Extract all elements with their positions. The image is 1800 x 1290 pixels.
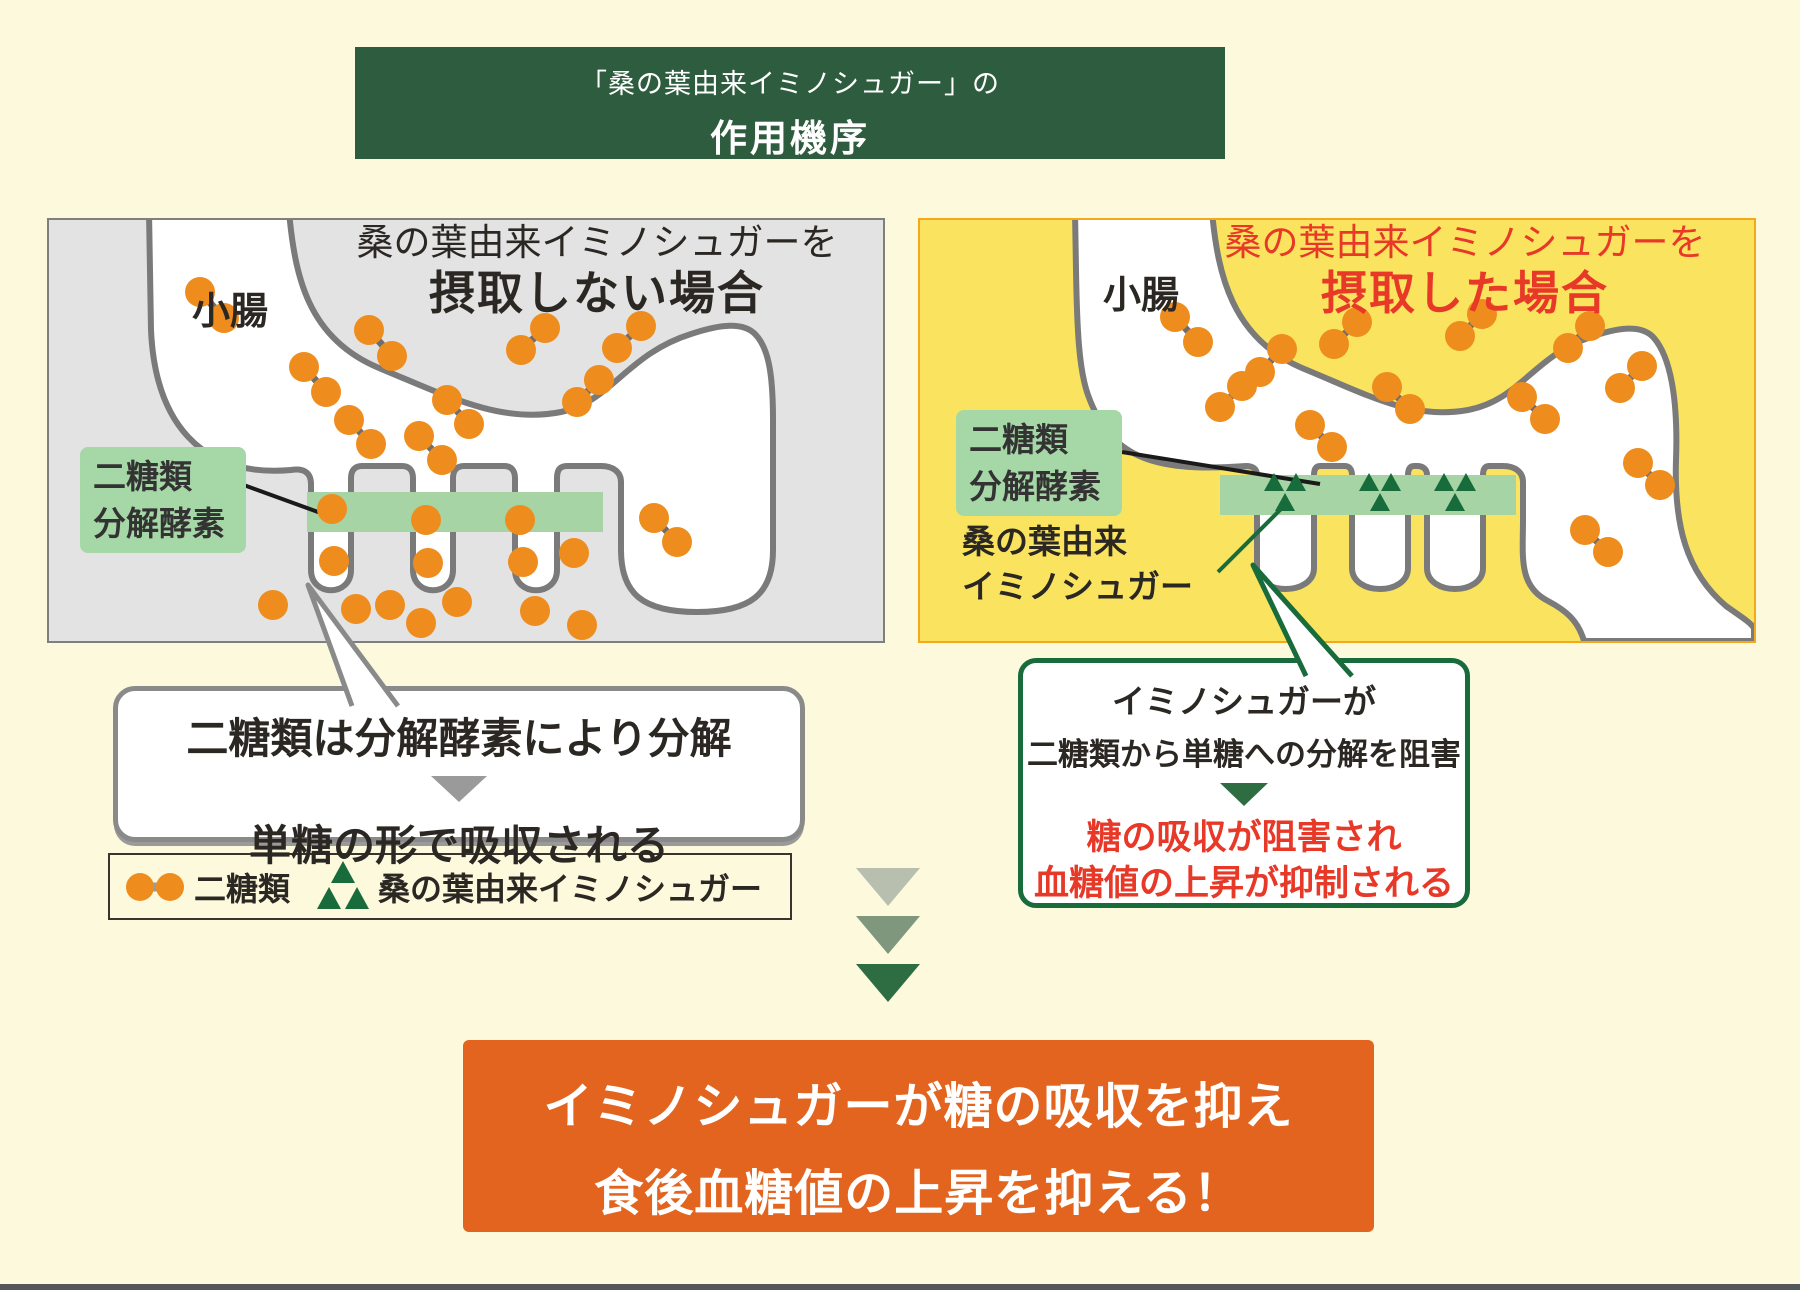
bubble-without-line2: 単糖の形で吸収される xyxy=(248,822,669,869)
enzyme-leader-line xyxy=(240,482,330,518)
bubble-without: 二糖類は分解酵素により分解 単糖の形で吸収される xyxy=(113,686,805,869)
conclusion-line2: 食後血糖値の上昇を抑える！ xyxy=(594,1167,1243,1221)
imino-sugar-label: 桑の葉由来 イミノシュガー xyxy=(962,523,1193,605)
panel-without-imino-sugar: 桑の葉由来イミノシュガーを 摂取しない場合 小腸 二糖類 分解酵素 xyxy=(47,218,885,643)
imino-leader-line xyxy=(1216,506,1284,574)
bottom-border-strip xyxy=(0,1284,1800,1290)
banner-title: 作用機序 xyxy=(710,118,870,159)
bubble-with-line2: 二糖類から単糖への分解を阻害 xyxy=(1027,737,1461,772)
imino-sugar-icon xyxy=(317,860,370,909)
conclusion-banner: イミノシュガーが糖の吸収を抑え 食後血糖値の上昇を抑える！ xyxy=(463,1040,1374,1232)
banner-subtitle: 「桑の葉由来イミノシュガー」の xyxy=(580,69,1000,99)
panel-with-imino-sugar: 桑の葉由来イミノシュガーを 摂取した場合 小腸 二糖類 分解酵素 桑の葉由来 イ… xyxy=(918,218,1756,643)
down-arrow-icon xyxy=(431,776,487,802)
conclusion-line1: イミノシュガーが糖の吸収を抑え xyxy=(543,1080,1294,1134)
panel-right-title: 桑の葉由来イミノシュガーを 摂取した場合 xyxy=(1224,222,1706,319)
legend-disaccharide-label: 二糖類 xyxy=(194,870,291,907)
enzyme-label-box: 二糖類 分解酵素 xyxy=(80,447,246,553)
chevron-down-icon xyxy=(856,964,920,1002)
bubble-with: イミノシュガーが 二糖類から単糖への分解を阻害 糖の吸収が阻害され 血糖値の上昇… xyxy=(1018,658,1470,908)
chevron-down-icon xyxy=(856,916,920,954)
chevron-down-icon xyxy=(856,868,920,906)
small-intestine-label: 小腸 xyxy=(192,291,269,333)
bubble-without-line1: 二糖類は分解酵素により分解 xyxy=(186,715,732,762)
sugar-molecules-right xyxy=(1160,299,1675,567)
small-intestine-label: 小腸 xyxy=(1103,275,1180,317)
imino-sugar-triangles xyxy=(1264,473,1476,511)
bubble-with-result1: 糖の吸収が阻害され xyxy=(1086,818,1402,857)
intestine-diagram-right xyxy=(1072,220,1754,641)
enzyme-leader-line xyxy=(1121,450,1321,486)
down-arrow-icon xyxy=(1220,783,1268,806)
legend-imino-label: 桑の葉由来イミノシュガー xyxy=(378,870,763,907)
sugar-molecules-left xyxy=(185,277,692,640)
panel-left-title: 桑の葉由来イミノシュガーを 摂取しない場合 xyxy=(356,222,838,319)
bubble-with-result2: 血糖値の上昇が抑制される xyxy=(1033,864,1454,903)
disaccharide-icon xyxy=(126,872,184,901)
bubble-with-line1: イミノシュガーが xyxy=(1112,683,1376,720)
title-banner: 「桑の葉由来イミノシュガー」の 作用機序 xyxy=(355,47,1225,159)
enzyme-band xyxy=(307,492,603,532)
enzyme-label-box: 二糖類 分解酵素 xyxy=(956,410,1122,516)
cascade-arrows-icon xyxy=(856,868,920,1012)
legend: 二糖類 桑の葉由来イミノシュガー xyxy=(108,853,792,920)
intestine-diagram-left xyxy=(146,220,776,640)
